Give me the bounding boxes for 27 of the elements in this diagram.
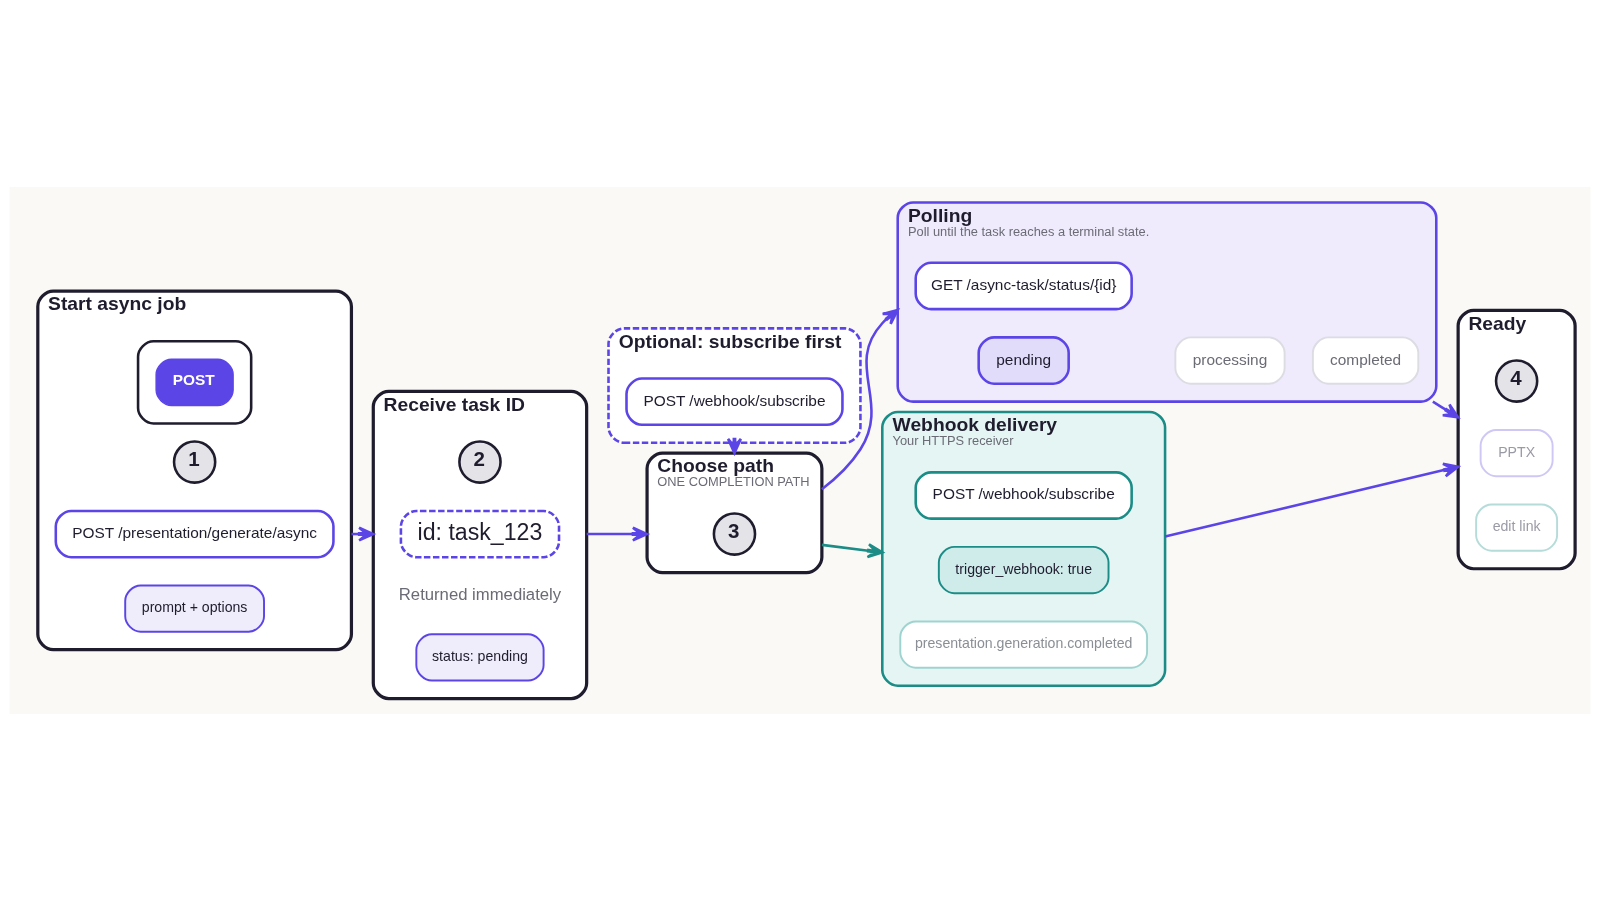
- node-circle: 1: [172, 439, 217, 484]
- arrow: [1432, 400, 1460, 419]
- node-circle: 2: [458, 439, 502, 484]
- cluster: [136, 339, 253, 425]
- node-label: Returned immediately: [398, 584, 562, 604]
- node-box: id: task_123: [399, 509, 561, 558]
- node-box: trigger_webhook: true: [937, 545, 1110, 594]
- node-box: prompt + options: [124, 584, 265, 633]
- node-box: POST /presentation/generate/async: [54, 509, 335, 558]
- node-circle: 3: [712, 511, 757, 556]
- node-box: completed: [1311, 335, 1420, 385]
- node-box: POST: [155, 358, 234, 406]
- node-box: edit link: [1475, 503, 1559, 552]
- node-box: presentation.generation.completed: [899, 620, 1149, 669]
- node-box: POST /webhook/subscribe: [914, 470, 1133, 520]
- arrow: [1164, 462, 1460, 538]
- node-box: status: pending: [415, 632, 545, 682]
- node-circle: 4: [1494, 358, 1539, 403]
- node-box: processing: [1174, 335, 1286, 385]
- node-box: POST /webhook/subscribe: [625, 376, 844, 426]
- arrow: [821, 542, 884, 558]
- arrow: [821, 308, 899, 490]
- node-box: GET /async-task/status/{id}: [914, 261, 1133, 310]
- node-box: pending: [977, 335, 1070, 385]
- node-box: PPTX: [1479, 428, 1554, 477]
- arrow: [586, 525, 649, 542]
- arrow: [726, 437, 743, 454]
